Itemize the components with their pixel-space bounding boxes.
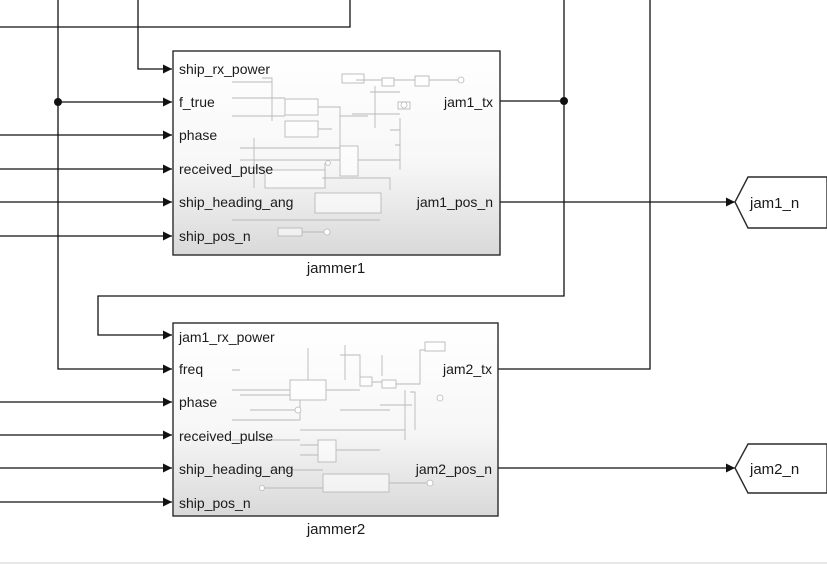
- jammer2-port-jam2-pos-n: jam2_pos_n: [415, 461, 492, 477]
- wire-jam2-tx[interactable]: [498, 0, 651, 370]
- jammer2-port-ship-pos-n: ship_pos_n: [179, 495, 251, 511]
- jammer1-port-ship-pos-n: ship_pos_n: [179, 228, 251, 244]
- goto-jam1-shape[interactable]: [734, 176, 827, 229]
- goto-tag-jam2[interactable]: jam2_n: [734, 443, 827, 494]
- goto-tag-jam1[interactable]: jam1_n: [734, 176, 827, 229]
- jammer1-inner-contents: [232, 73, 465, 237]
- jammer2-port-jam2-tx: jam2_tx: [442, 361, 492, 377]
- jammer1-port-f-true: f_true: [179, 94, 215, 110]
- jammer2-inner-contents: [232, 341, 446, 493]
- jammer1-block-body[interactable]: [172, 50, 501, 256]
- jammer2-port-freq: freq: [179, 361, 203, 377]
- goto-jam1-label: jam1_n: [749, 195, 799, 212]
- jammer2-port-received-pulse: received_pulse: [179, 428, 273, 444]
- jammer1-port-ship-heading-ang: ship_heading_ang: [179, 194, 293, 210]
- subsystem-jammer2[interactable]: jam1_rx_power freq phase received_pulse …: [172, 322, 499, 538]
- jammer1-port-phase: phase: [179, 127, 217, 143]
- branch-point-jam1-tx: [560, 97, 568, 105]
- wire-ship-rx-power[interactable]: [137, 0, 172, 74]
- wire-freq-trunk[interactable]: [57, 0, 172, 374]
- subsystem-jammer1[interactable]: ship_rx_power f_true phase received_puls…: [172, 50, 501, 277]
- jammer1-port-ship-rx-power: ship_rx_power: [179, 61, 270, 77]
- branch-point-freq: [54, 98, 62, 106]
- jammer2-block-title: jammer2: [306, 521, 365, 538]
- goto-jam2-label: jam2_n: [749, 461, 799, 478]
- signal-lines: [0, 0, 735, 507]
- jammer1-port-jam1-tx: jam1_tx: [443, 94, 493, 110]
- wire-jam1-rx-power[interactable]: [97, 0, 565, 340]
- jammer1-block-title: jammer1: [306, 260, 365, 277]
- jammer2-port-ship-heading-ang: ship_heading_ang: [179, 461, 293, 477]
- jammer1-port-jam1-pos-n: jam1_pos_n: [416, 194, 493, 210]
- wire-top-feedback[interactable]: [0, 0, 351, 28]
- goto-jam2-shape[interactable]: [734, 443, 827, 494]
- jammer2-port-phase: phase: [179, 394, 217, 410]
- jammer1-port-received-pulse: received_pulse: [179, 161, 273, 177]
- jammer2-port-jam1-rx-power: jam1_rx_power: [178, 329, 275, 345]
